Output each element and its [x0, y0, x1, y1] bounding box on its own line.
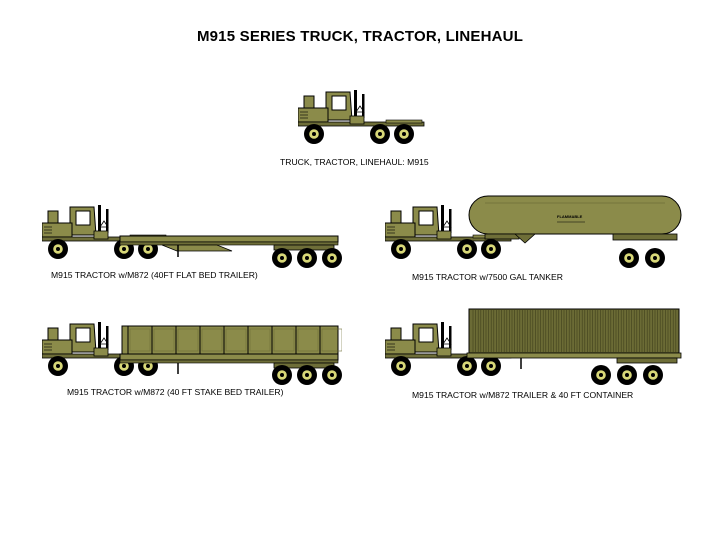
- wheel-icon: [297, 365, 317, 385]
- wheel-icon: [645, 248, 665, 268]
- wheel-icon: [391, 239, 411, 259]
- flatbed-trailer-icon: [119, 235, 342, 268]
- wheel-icon: [391, 356, 411, 376]
- flatbed-figure: [42, 203, 342, 269]
- container-drawing: [385, 308, 682, 385]
- stakebed-drawing: [42, 322, 342, 385]
- wheel-icon: [370, 124, 390, 144]
- tanker-figure: FLAMMABLE: [385, 193, 685, 269]
- wheel-icon: [643, 365, 663, 385]
- m915-tractor-icon: [42, 205, 169, 259]
- container-caption: M915 TRACTOR w/M872 TRAILER & 40 FT CONT…: [412, 390, 634, 400]
- tractor-only-caption: TRUCK, TRACTOR, LINEHAUL: M915: [280, 157, 429, 167]
- wheel-icon: [619, 248, 639, 268]
- container-figure: [385, 305, 685, 386]
- tanker-caption: M915 TRACTOR w/7500 GAL TANKER: [412, 272, 563, 282]
- wheel-icon: [457, 239, 477, 259]
- wheel-icon: [617, 365, 637, 385]
- tank-marking-label: FLAMMABLE: [557, 214, 583, 219]
- tanker-drawing: FLAMMABLE: [385, 195, 682, 268]
- wheel-icon: [304, 124, 324, 144]
- wheel-icon: [322, 248, 342, 268]
- wheel-icon: [322, 365, 342, 385]
- wheel-icon: [481, 356, 501, 376]
- m915-tractor-icon: [298, 90, 425, 144]
- wheel-icon: [48, 239, 68, 259]
- wheel-icon: [457, 356, 477, 376]
- flatbed-drawing: [42, 205, 342, 268]
- wheel-icon: [591, 365, 611, 385]
- flatbed-caption: M915 TRACTOR w/M872 (40FT FLAT BED TRAIL…: [51, 270, 258, 280]
- page-title: M915 SERIES TRUCK, TRACTOR, LINEHAUL: [196, 28, 524, 45]
- container-trailer-icon: [466, 308, 682, 385]
- stakebed-figure: [42, 320, 342, 386]
- wheel-icon: [272, 365, 292, 385]
- tractor-only-figure: [298, 88, 428, 154]
- wheel-icon: [272, 248, 292, 268]
- stakebed-caption: M915 TRACTOR w/M872 (40 FT STAKE BED TRA…: [67, 387, 284, 397]
- wheel-icon: [297, 248, 317, 268]
- wheel-icon: [48, 356, 68, 376]
- wheel-icon: [394, 124, 414, 144]
- stakebed-trailer-icon: [119, 325, 342, 385]
- tractor-only-drawing: [298, 90, 425, 144]
- tanker-trailer-icon: FLAMMABLE: [468, 195, 682, 268]
- wheel-icon: [481, 239, 501, 259]
